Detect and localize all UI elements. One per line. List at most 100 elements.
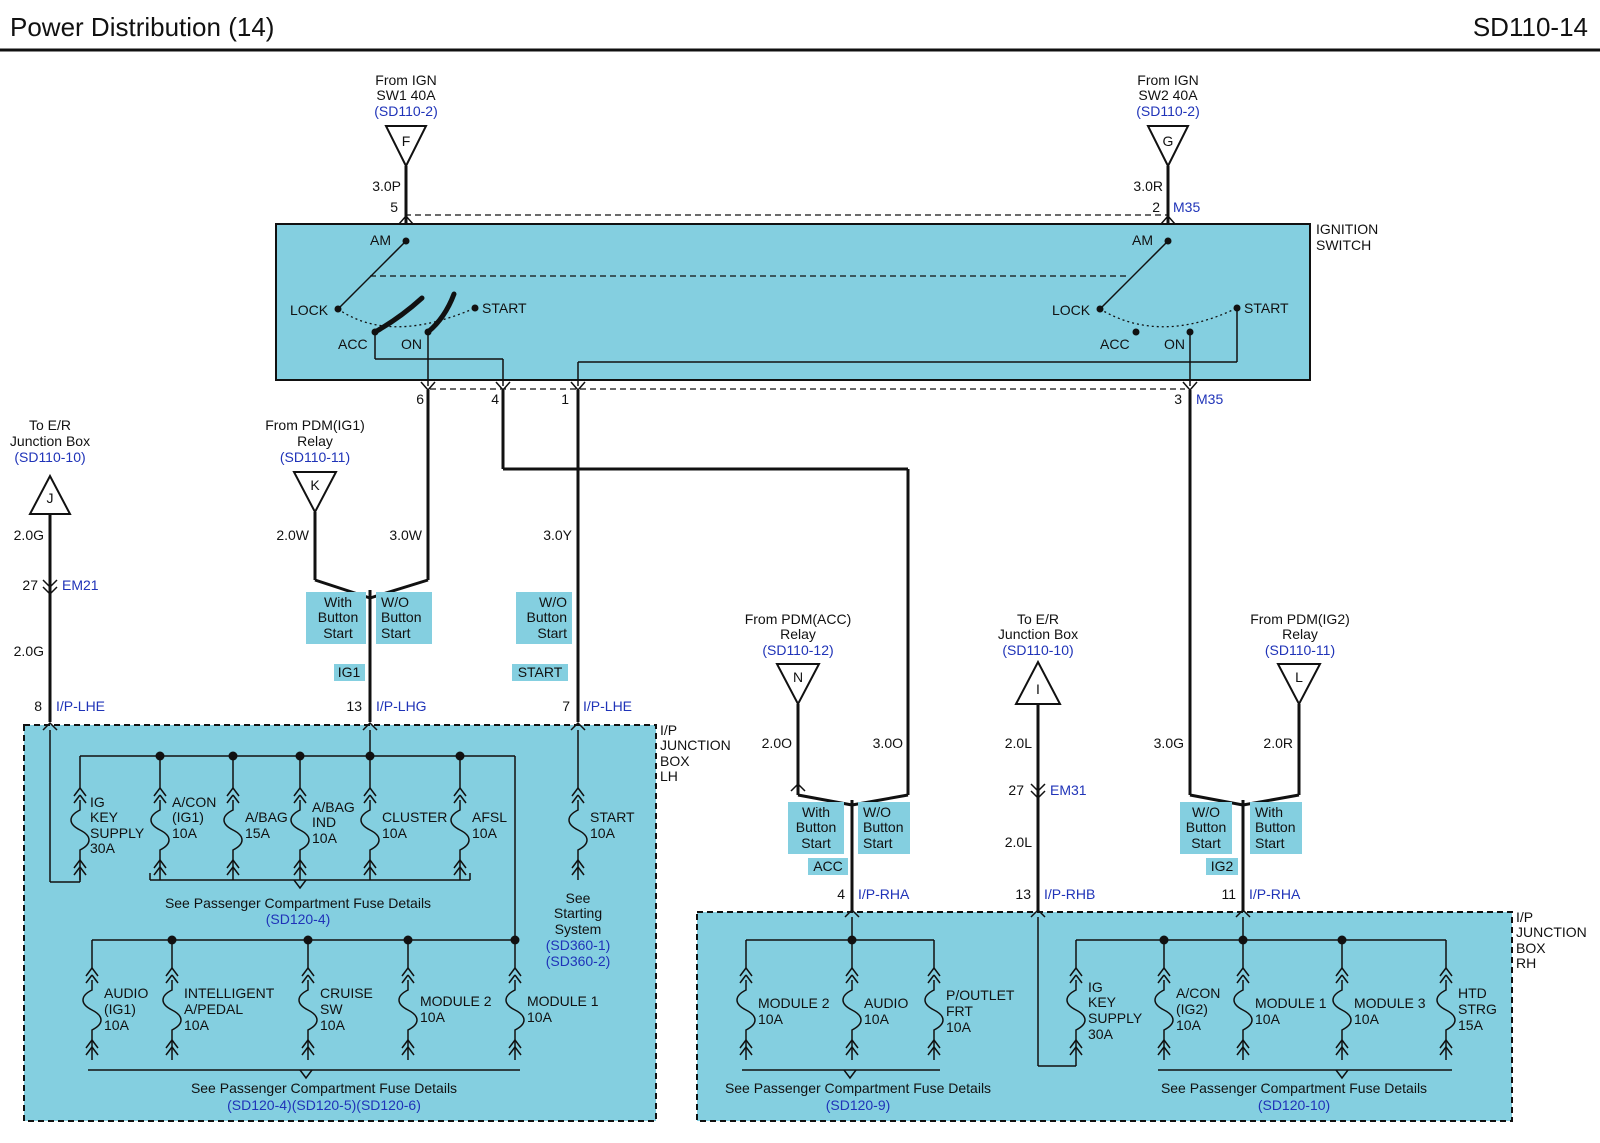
svg-text:(IG1): (IG1) <box>172 809 204 825</box>
svg-text:EM31: EM31 <box>1050 782 1087 798</box>
ignition-switch: IGNITION SWITCH AM LOCK START ACC ON AM … <box>275 214 1378 390</box>
svg-text:A/CON: A/CON <box>1176 985 1220 1001</box>
svg-text:From IGN: From IGN <box>1137 72 1198 88</box>
svg-text:START: START <box>590 809 635 825</box>
svg-text:Button: Button <box>318 609 358 625</box>
svg-text:HTD: HTD <box>1458 985 1487 1001</box>
svg-text:A/BAG: A/BAG <box>245 809 288 825</box>
svg-text:2.0O: 2.0O <box>762 735 792 751</box>
svg-text:ACC: ACC <box>338 336 368 352</box>
svg-text:START: START <box>1244 300 1289 316</box>
svg-text:ON: ON <box>1164 336 1185 352</box>
svg-text:IG1: IG1 <box>338 664 361 680</box>
svg-text:See Passenger Compartment Fuse: See Passenger Compartment Fuse Details <box>191 1080 457 1096</box>
svg-text:Button: Button <box>863 819 903 835</box>
svg-text:IG: IG <box>90 794 105 810</box>
svg-text:5: 5 <box>390 199 398 215</box>
svg-text:KEY: KEY <box>1088 994 1117 1010</box>
svg-text:15A: 15A <box>245 825 271 841</box>
svg-text:(SD110-2): (SD110-2) <box>1136 103 1200 119</box>
svg-text:(SD120-4)(SD120-5)(SD120-6): (SD120-4)(SD120-5)(SD120-6) <box>227 1097 421 1113</box>
svg-text:I/P: I/P <box>660 722 677 738</box>
svg-text:10A: 10A <box>1176 1017 1202 1033</box>
svg-text:M35: M35 <box>1173 199 1200 215</box>
svg-text:LH: LH <box>660 768 678 784</box>
svg-text:10A: 10A <box>1255 1011 1281 1027</box>
source-k: From PDM(IG1) Relay (SD110-11) K 2.0W <box>265 417 372 722</box>
svg-text:SUPPLY: SUPPLY <box>90 825 145 841</box>
svg-text:(IG1): (IG1) <box>104 1001 136 1017</box>
svg-text:2.0G: 2.0G <box>14 527 44 543</box>
svg-text:MODULE 1: MODULE 1 <box>1255 995 1327 1011</box>
svg-text:10A: 10A <box>864 1011 890 1027</box>
svg-text:Start: Start <box>863 835 893 851</box>
svg-text:2.0R: 2.0R <box>1263 735 1293 751</box>
svg-text:6: 6 <box>416 391 424 407</box>
svg-text:INTELLIGENT: INTELLIGENT <box>184 985 275 1001</box>
junction-box-rh: I/P JUNCTION BOX RH MODULE 2 10A AUDIO 1… <box>696 908 1587 1122</box>
svg-text:10A: 10A <box>946 1019 972 1035</box>
svg-text:10A: 10A <box>382 825 408 841</box>
svg-text:Relay: Relay <box>780 626 816 642</box>
svg-text:FRT: FRT <box>946 1003 973 1019</box>
svg-text:Start: Start <box>381 625 411 641</box>
svg-text:SUPPLY: SUPPLY <box>1088 1010 1143 1026</box>
svg-text:15A: 15A <box>1458 1017 1484 1033</box>
svg-text:IG: IG <box>1088 979 1103 995</box>
svg-text:MODULE 3: MODULE 3 <box>1354 995 1426 1011</box>
svg-text:I/P-RHB: I/P-RHB <box>1044 886 1095 902</box>
svg-text:SWITCH: SWITCH <box>1316 237 1371 253</box>
svg-text:10A: 10A <box>472 825 498 841</box>
svg-text:START: START <box>518 664 563 680</box>
svg-text:3: 3 <box>1174 391 1182 407</box>
svg-text:3.0R: 3.0R <box>1133 178 1163 194</box>
svg-text:Button: Button <box>527 609 567 625</box>
svg-text:SW2 40A: SW2 40A <box>1138 87 1198 103</box>
svg-text:W/O: W/O <box>1192 804 1220 820</box>
svg-text:System: System <box>555 921 602 937</box>
svg-text:Start: Start <box>1255 835 1285 851</box>
svg-text:Button: Button <box>1255 819 1295 835</box>
source-i: To E/R Junction Box (SD110-10) I 2.0L 27… <box>998 611 1095 912</box>
svg-text:W/O: W/O <box>539 594 567 610</box>
svg-text:See Passenger Compartment Fuse: See Passenger Compartment Fuse Details <box>165 895 431 911</box>
svg-text:STRG: STRG <box>1458 1001 1497 1017</box>
svg-text:30A: 30A <box>90 840 116 856</box>
svg-text:I/P-LHE: I/P-LHE <box>583 698 632 714</box>
svg-text:10A: 10A <box>590 825 616 841</box>
svg-text:2: 2 <box>1152 199 1160 215</box>
svg-text:See Passenger Compartment Fuse: See Passenger Compartment Fuse Details <box>1161 1080 1427 1096</box>
svg-text:EM21: EM21 <box>62 577 99 593</box>
svg-text:IND: IND <box>312 814 336 830</box>
svg-text:ACC: ACC <box>813 858 843 874</box>
svg-text:10A: 10A <box>104 1017 130 1033</box>
svg-text:I/P-LHG: I/P-LHG <box>376 698 427 714</box>
svg-text:BOX: BOX <box>1516 940 1546 956</box>
svg-text:(SD110-11): (SD110-11) <box>1265 642 1335 658</box>
svg-text:MODULE 2: MODULE 2 <box>758 995 830 1011</box>
junction-box-lh: I/P JUNCTION BOX LH IG KEY SUPPLY <box>23 721 731 1122</box>
tags-start: W/O Button Start START 7 I/P-LHE <box>512 592 632 714</box>
svg-text:30A: 30A <box>1088 1026 1114 1042</box>
svg-text:IGNITION: IGNITION <box>1316 221 1378 237</box>
svg-text:MODULE 2: MODULE 2 <box>420 993 492 1009</box>
svg-text:I: I <box>1036 681 1040 697</box>
svg-text:10A: 10A <box>320 1017 346 1033</box>
svg-text:(SD360-1): (SD360-1) <box>546 937 611 953</box>
svg-text:Button: Button <box>796 819 836 835</box>
svg-text:From PDM(IG2): From PDM(IG2) <box>1250 611 1350 627</box>
svg-text:AFSL: AFSL <box>472 809 507 825</box>
svg-text:3.0G: 3.0G <box>1154 735 1184 751</box>
svg-text:13: 13 <box>346 698 362 714</box>
svg-text:I/P-LHE: I/P-LHE <box>56 698 105 714</box>
svg-text:IG2: IG2 <box>1211 858 1234 874</box>
main-wires: 3.0W 3.0Y 3.0O 3.0G <box>369 390 1192 795</box>
svg-text:From IGN: From IGN <box>375 72 436 88</box>
svg-text:Button: Button <box>1186 819 1226 835</box>
svg-text:(SD110-2): (SD110-2) <box>374 103 438 119</box>
svg-text:See: See <box>566 890 591 906</box>
svg-text:10A: 10A <box>758 1011 784 1027</box>
svg-text:(IG2): (IG2) <box>1176 1001 1208 1017</box>
svg-text:(SD110-11): (SD110-11) <box>280 449 350 465</box>
